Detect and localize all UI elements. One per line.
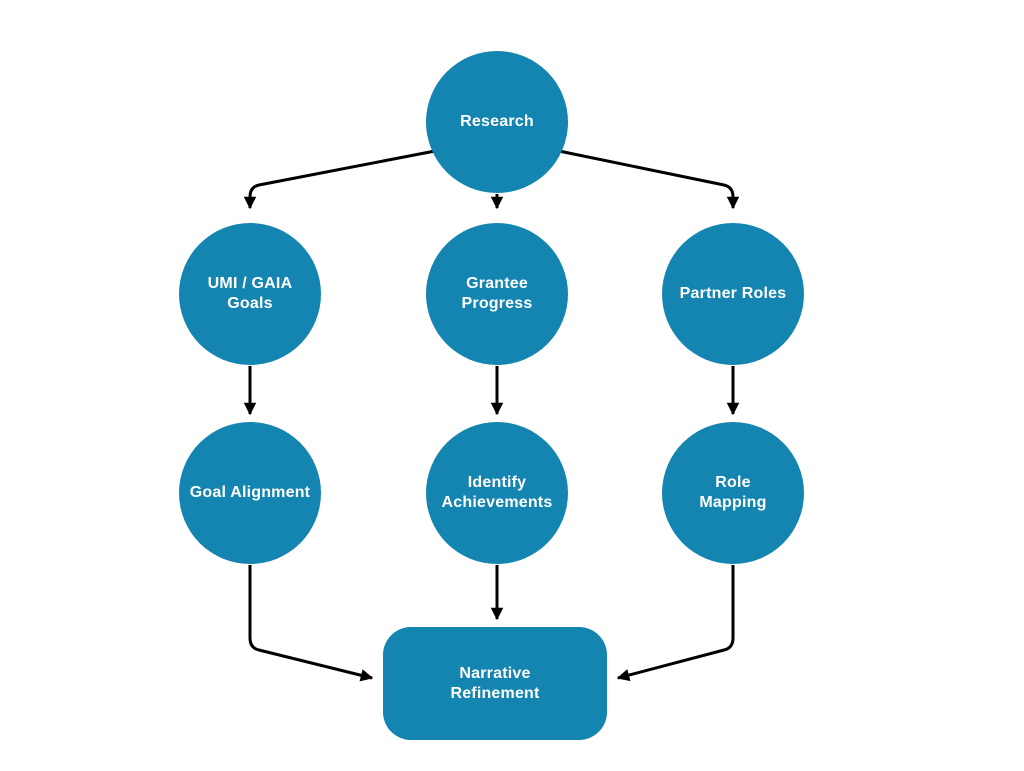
- edge-role-mapping-to-narrative-refinement: [616, 565, 735, 682]
- node-label-role-mapping: Role Mapping: [699, 474, 767, 511]
- node-grantee-progress: Grantee Progress: [426, 223, 568, 365]
- node-label-grantee-progress: Grantee Progress: [461, 275, 533, 312]
- node-umi-gaia-goals: UMI / GAIA Goals: [179, 223, 321, 365]
- node-role-mapping: Role Mapping: [662, 422, 804, 564]
- node-label-identify-achievements: Identify Achievements: [441, 474, 553, 511]
- edge-research-to-partner-roles: [558, 149, 740, 210]
- node-partner-roles: Partner Roles: [662, 223, 804, 365]
- node-identify-achievements: Identify Achievements: [426, 422, 568, 564]
- node-goal-alignment: Goal Alignment: [179, 422, 321, 564]
- node-label-goal-alignment: Goal Alignment: [189, 484, 311, 501]
- node-narrative-refinement: Narrative Refinement: [383, 627, 607, 740]
- node-label-research: Research: [460, 113, 534, 130]
- node-research: Research: [426, 51, 568, 193]
- node-label-partner-roles: Partner Roles: [679, 285, 787, 302]
- node-label-umi-gaia-goals: UMI / GAIA Goals: [207, 275, 293, 312]
- node-label-narrative-refinement: Narrative Refinement: [450, 664, 540, 702]
- edge-research-to-umi-gaia-goals: [243, 149, 436, 210]
- edge-goal-alignment-to-narrative-refinement: [248, 565, 374, 682]
